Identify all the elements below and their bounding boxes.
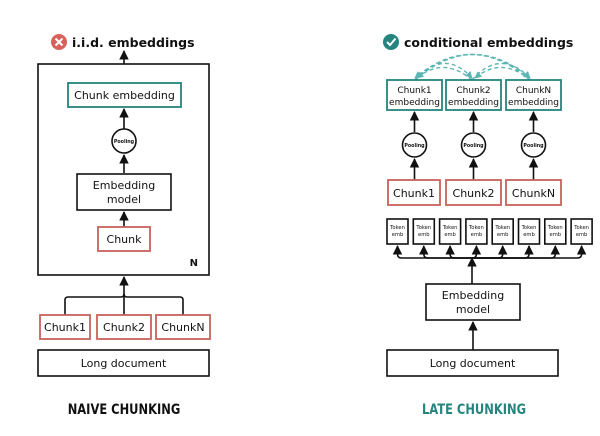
chunk1-connector [64, 293, 125, 315]
token-emb-label: emb [392, 232, 404, 238]
token-emb-box [465, 218, 488, 245]
chunk2-embedding-box [445, 79, 502, 111]
token-emb-label: Token [468, 225, 484, 231]
token-emb-box [491, 218, 515, 245]
token-emb-box [412, 218, 436, 245]
late-chunk1-label: Chunk1 [393, 187, 435, 200]
pooling-node-2 [460, 132, 487, 158]
token-emb-label: emb [471, 232, 483, 238]
late-chunk2-box [445, 179, 502, 206]
token-emb-label: emb [523, 232, 535, 238]
pooling-node-1 [401, 132, 428, 158]
token-emb-label: emb [444, 232, 456, 238]
token-connector [472, 253, 583, 259]
chunk1-label: Chunk1 [44, 321, 86, 334]
embedding-model-box [76, 173, 172, 211]
token-emb-label: Token [389, 225, 405, 231]
repeat-n-label: N [190, 258, 198, 269]
late-long-document-label: Long document [430, 357, 516, 370]
chunkn-connector [123, 293, 184, 315]
token-emb-label: emb [576, 232, 588, 238]
cross-attention-arcs [414, 53, 531, 81]
token-emb-box [543, 218, 567, 245]
naive-chunking-title: NAIVE CHUNKING [68, 402, 181, 418]
chunk2-box [96, 314, 152, 340]
long-document-label: Long document [81, 357, 167, 370]
chunk-embedding-label: Chunk embedding [74, 89, 175, 102]
late-chunking-title: LATE CHUNKING [422, 402, 526, 418]
pooling-label-n: Pooling [523, 143, 544, 149]
long-document-box [37, 349, 210, 377]
late-long-document-box [386, 349, 559, 377]
chunk-box [97, 226, 151, 252]
token-emb-label: Token [442, 225, 458, 231]
token-emb-box [570, 218, 593, 245]
token-emb-box [438, 218, 462, 245]
cross-circle-icon [51, 34, 67, 50]
token-emb-label: emb [550, 232, 562, 238]
pooling-label-1: Pooling [404, 143, 425, 149]
chunk2-embedding-line2: embedding [448, 98, 499, 108]
token-connector [396, 253, 472, 259]
token-emb-label: Token [494, 225, 510, 231]
token-emb-label: Token [521, 225, 537, 231]
naive-chunking-panel: i.i.d. embeddings N Chunk embedding Pool… [37, 34, 211, 418]
late-embedding-model-box [425, 283, 521, 321]
chunk-label: Chunk [107, 233, 143, 246]
chunkn-box [155, 314, 211, 340]
late-chunk1-box [387, 179, 441, 206]
chunkn-embedding-line1: ChunkN [516, 86, 551, 96]
chunk1-embedding-box [386, 79, 443, 111]
iid-embeddings-header: i.i.d. embeddings [72, 35, 195, 50]
chunk1-embedding-line1: Chunk1 [397, 86, 431, 96]
late-chunkn-box [505, 179, 562, 206]
token-emb-box [517, 218, 541, 245]
chunk1-box [39, 314, 91, 340]
chunkn-embedding-line2: embedding [508, 98, 559, 108]
chunk2-embedding-line1: Chunk2 [456, 86, 490, 96]
late-chunking-panel: conditional embeddings Chunk1 embedding … [383, 34, 593, 418]
token-emb-label: Token [547, 225, 563, 231]
pooling-label: Pooling [114, 139, 135, 145]
token-emb-label: Token [415, 225, 431, 231]
chunkn-embedding-box [505, 79, 562, 111]
chunk2-label: Chunk2 [103, 321, 145, 334]
token-emb-label: emb [418, 232, 430, 238]
embedding-model-line1: Embedding [93, 179, 155, 192]
token-emb-label: emb [497, 232, 509, 238]
late-chunkn-label: ChunkN [512, 187, 555, 200]
pooling-node [111, 128, 137, 154]
late-embedding-model-line2: model [456, 303, 490, 316]
embedding-model-line2: model [107, 193, 141, 206]
chunk-embedding-box [67, 82, 182, 108]
pooling-node-n [520, 132, 547, 158]
late-chunk2-label: Chunk2 [453, 187, 495, 200]
token-emb-box [386, 218, 409, 245]
late-embedding-model-line1: Embedding [442, 289, 504, 302]
chunkn-label: ChunkN [161, 321, 204, 334]
token-connector [423, 253, 472, 259]
token-emb-label: Token [573, 225, 589, 231]
token-fanout-connectors [392, 245, 587, 259]
token-connector [449, 253, 472, 259]
pooling-label-2: Pooling [463, 143, 484, 149]
conditional-embeddings-header: conditional embeddings [404, 35, 573, 50]
chunk1-embedding-line2: embedding [389, 98, 440, 108]
token-embeddings-row: TokenembTokenembTokenembTokenembTokenemb… [386, 218, 593, 245]
check-circle-icon [383, 34, 399, 50]
